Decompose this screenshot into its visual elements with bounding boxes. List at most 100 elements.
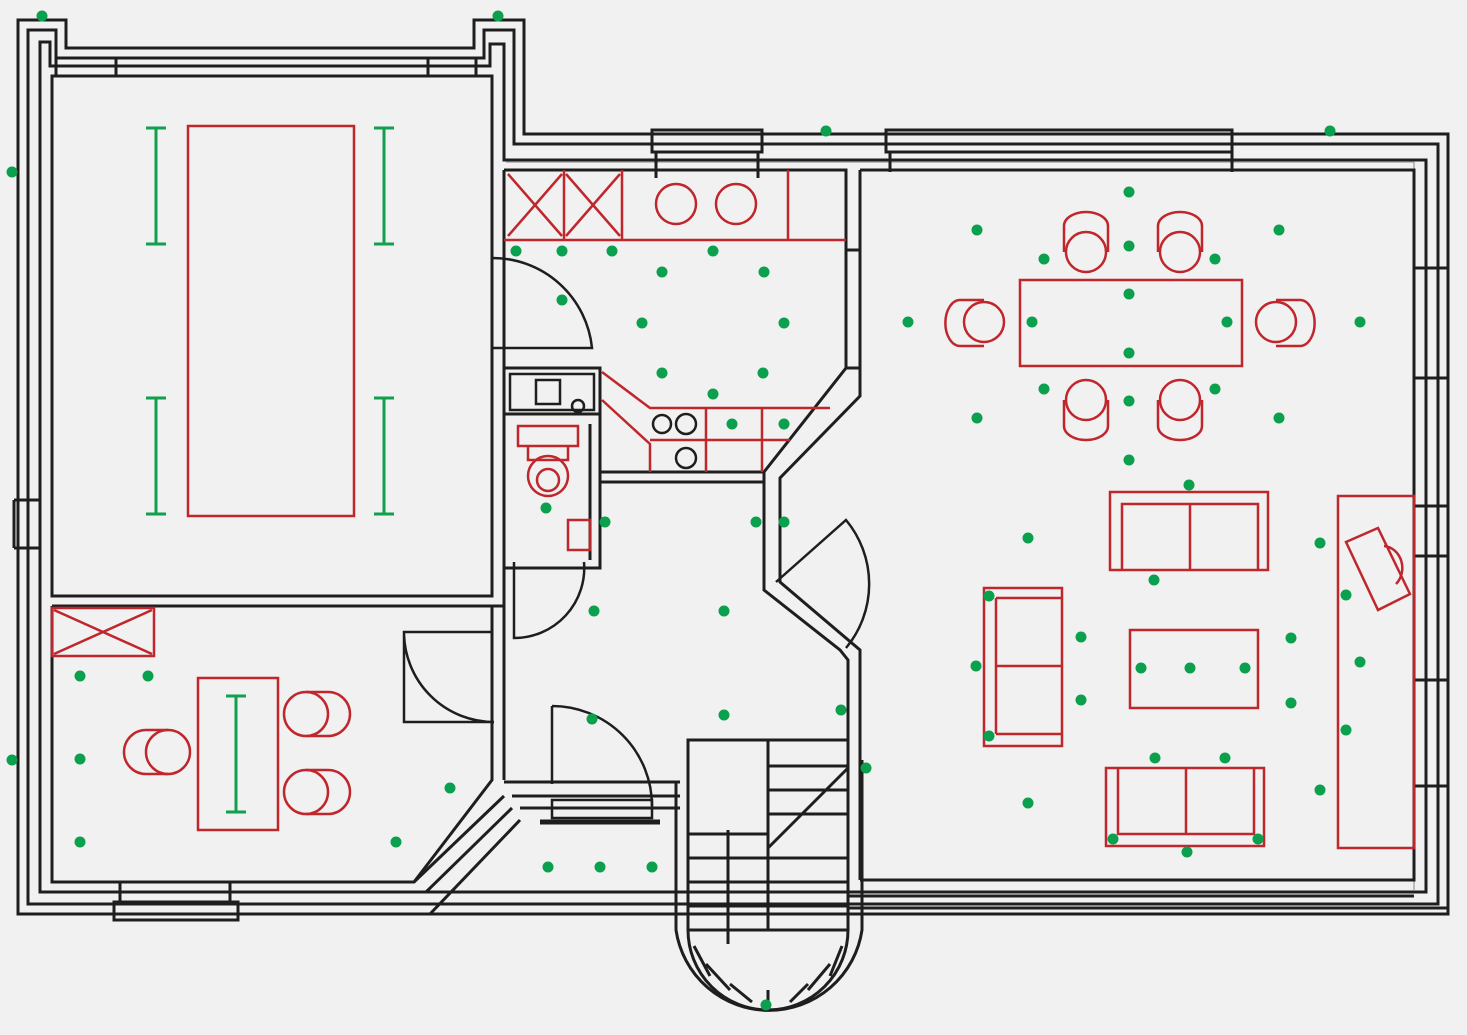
marker-dots bbox=[6, 10, 1366, 1011]
bedroom bbox=[146, 124, 394, 518]
marker-dot bbox=[778, 317, 790, 329]
marker-dot bbox=[1075, 631, 1087, 643]
marker-dot bbox=[1285, 697, 1297, 709]
marker-dot bbox=[542, 861, 554, 873]
toilet bbox=[516, 424, 580, 448]
dining-chairs bbox=[944, 210, 1316, 442]
sink bbox=[566, 518, 592, 552]
marker-dot bbox=[1354, 656, 1366, 668]
marker-dot bbox=[74, 753, 86, 765]
marker-dot bbox=[1252, 833, 1264, 845]
marker-dot bbox=[757, 367, 769, 379]
marker-dot bbox=[1209, 383, 1221, 395]
marker-dot bbox=[586, 713, 598, 725]
marker-dot bbox=[750, 516, 762, 528]
bathroom-fixtures bbox=[508, 372, 596, 552]
marker-dot bbox=[1022, 797, 1034, 809]
marker-dot bbox=[860, 762, 872, 774]
marker-dot bbox=[540, 502, 552, 514]
marker-dot bbox=[971, 412, 983, 424]
marker-dot bbox=[1038, 383, 1050, 395]
marker-dot bbox=[656, 266, 668, 278]
marker-dot bbox=[1273, 412, 1285, 424]
staircase bbox=[674, 738, 864, 1012]
marker-dot bbox=[1123, 288, 1135, 300]
marker-dot bbox=[390, 836, 402, 848]
marker-dot bbox=[1183, 479, 1195, 491]
marker-dot bbox=[718, 605, 730, 617]
marker-dot bbox=[1123, 186, 1135, 198]
marker-dot bbox=[606, 245, 618, 257]
marker-dot bbox=[983, 590, 995, 602]
marker-dot bbox=[74, 836, 86, 848]
marker-dot bbox=[74, 670, 86, 682]
marker-dot bbox=[636, 317, 648, 329]
office bbox=[50, 606, 352, 832]
marker-dot bbox=[1022, 532, 1034, 544]
office-chair bbox=[144, 728, 192, 776]
marker-dot bbox=[656, 367, 668, 379]
entry-door bbox=[550, 704, 654, 807]
sideboard bbox=[1336, 494, 1416, 850]
marker-dot bbox=[6, 166, 18, 178]
marker-dot bbox=[492, 10, 504, 22]
marker-dot bbox=[778, 516, 790, 528]
marker-dot bbox=[1285, 632, 1297, 644]
marker-dot bbox=[971, 224, 983, 236]
marker-dot bbox=[1239, 662, 1251, 674]
wardrobe bbox=[50, 606, 156, 658]
marker-dot bbox=[1123, 395, 1135, 407]
outer-walls bbox=[16, 18, 1450, 916]
doors bbox=[402, 256, 871, 807]
marker-dot bbox=[6, 754, 18, 766]
kitchen-fixtures bbox=[504, 170, 846, 472]
marker-dot bbox=[556, 294, 568, 306]
marker-dot bbox=[1314, 537, 1326, 549]
marker-dot bbox=[1107, 833, 1119, 845]
tv bbox=[1344, 526, 1412, 612]
kitchen-door bbox=[490, 256, 594, 350]
marker-dot bbox=[707, 388, 719, 400]
dining-table bbox=[1018, 278, 1244, 368]
marker-dot bbox=[970, 660, 982, 672]
marker-dot bbox=[1149, 752, 1161, 764]
marker-dot bbox=[726, 418, 738, 430]
windows bbox=[12, 56, 1450, 922]
marker-dot bbox=[778, 418, 790, 430]
marker-dot bbox=[1221, 316, 1233, 328]
marker-dot bbox=[556, 245, 568, 257]
marker-dot bbox=[820, 125, 832, 137]
dining-area bbox=[944, 210, 1316, 442]
marker-dot bbox=[1123, 240, 1135, 252]
coffee-table bbox=[1128, 628, 1260, 710]
marker-dot bbox=[707, 245, 719, 257]
marker-dot bbox=[594, 861, 606, 873]
marker-dot bbox=[1273, 224, 1285, 236]
marker-dot bbox=[1135, 662, 1147, 674]
marker-dot bbox=[588, 605, 600, 617]
marker-dot bbox=[1181, 846, 1193, 858]
marker-dot bbox=[1075, 694, 1087, 706]
marker-dot bbox=[1219, 752, 1231, 764]
bathroom-door bbox=[512, 561, 586, 640]
desk bbox=[196, 676, 280, 832]
marker-dot bbox=[1209, 253, 1221, 265]
marker-dot bbox=[758, 266, 770, 278]
stove bbox=[654, 182, 698, 226]
marker-dot bbox=[1314, 784, 1326, 796]
marker-dot bbox=[36, 10, 48, 22]
marker-dot bbox=[1148, 574, 1160, 586]
marker-dot bbox=[718, 709, 730, 721]
marker-dot bbox=[1324, 125, 1336, 137]
marker-dot bbox=[1340, 724, 1352, 736]
marker-dot bbox=[646, 861, 658, 873]
living-door bbox=[775, 518, 871, 649]
marker-dot bbox=[1026, 316, 1038, 328]
marker-dot bbox=[444, 782, 456, 794]
marker-dot bbox=[983, 730, 995, 742]
marker-dot bbox=[1038, 253, 1050, 265]
marker-dot bbox=[510, 245, 522, 257]
marker-dot bbox=[835, 704, 847, 716]
interior-walls bbox=[50, 74, 1448, 916]
